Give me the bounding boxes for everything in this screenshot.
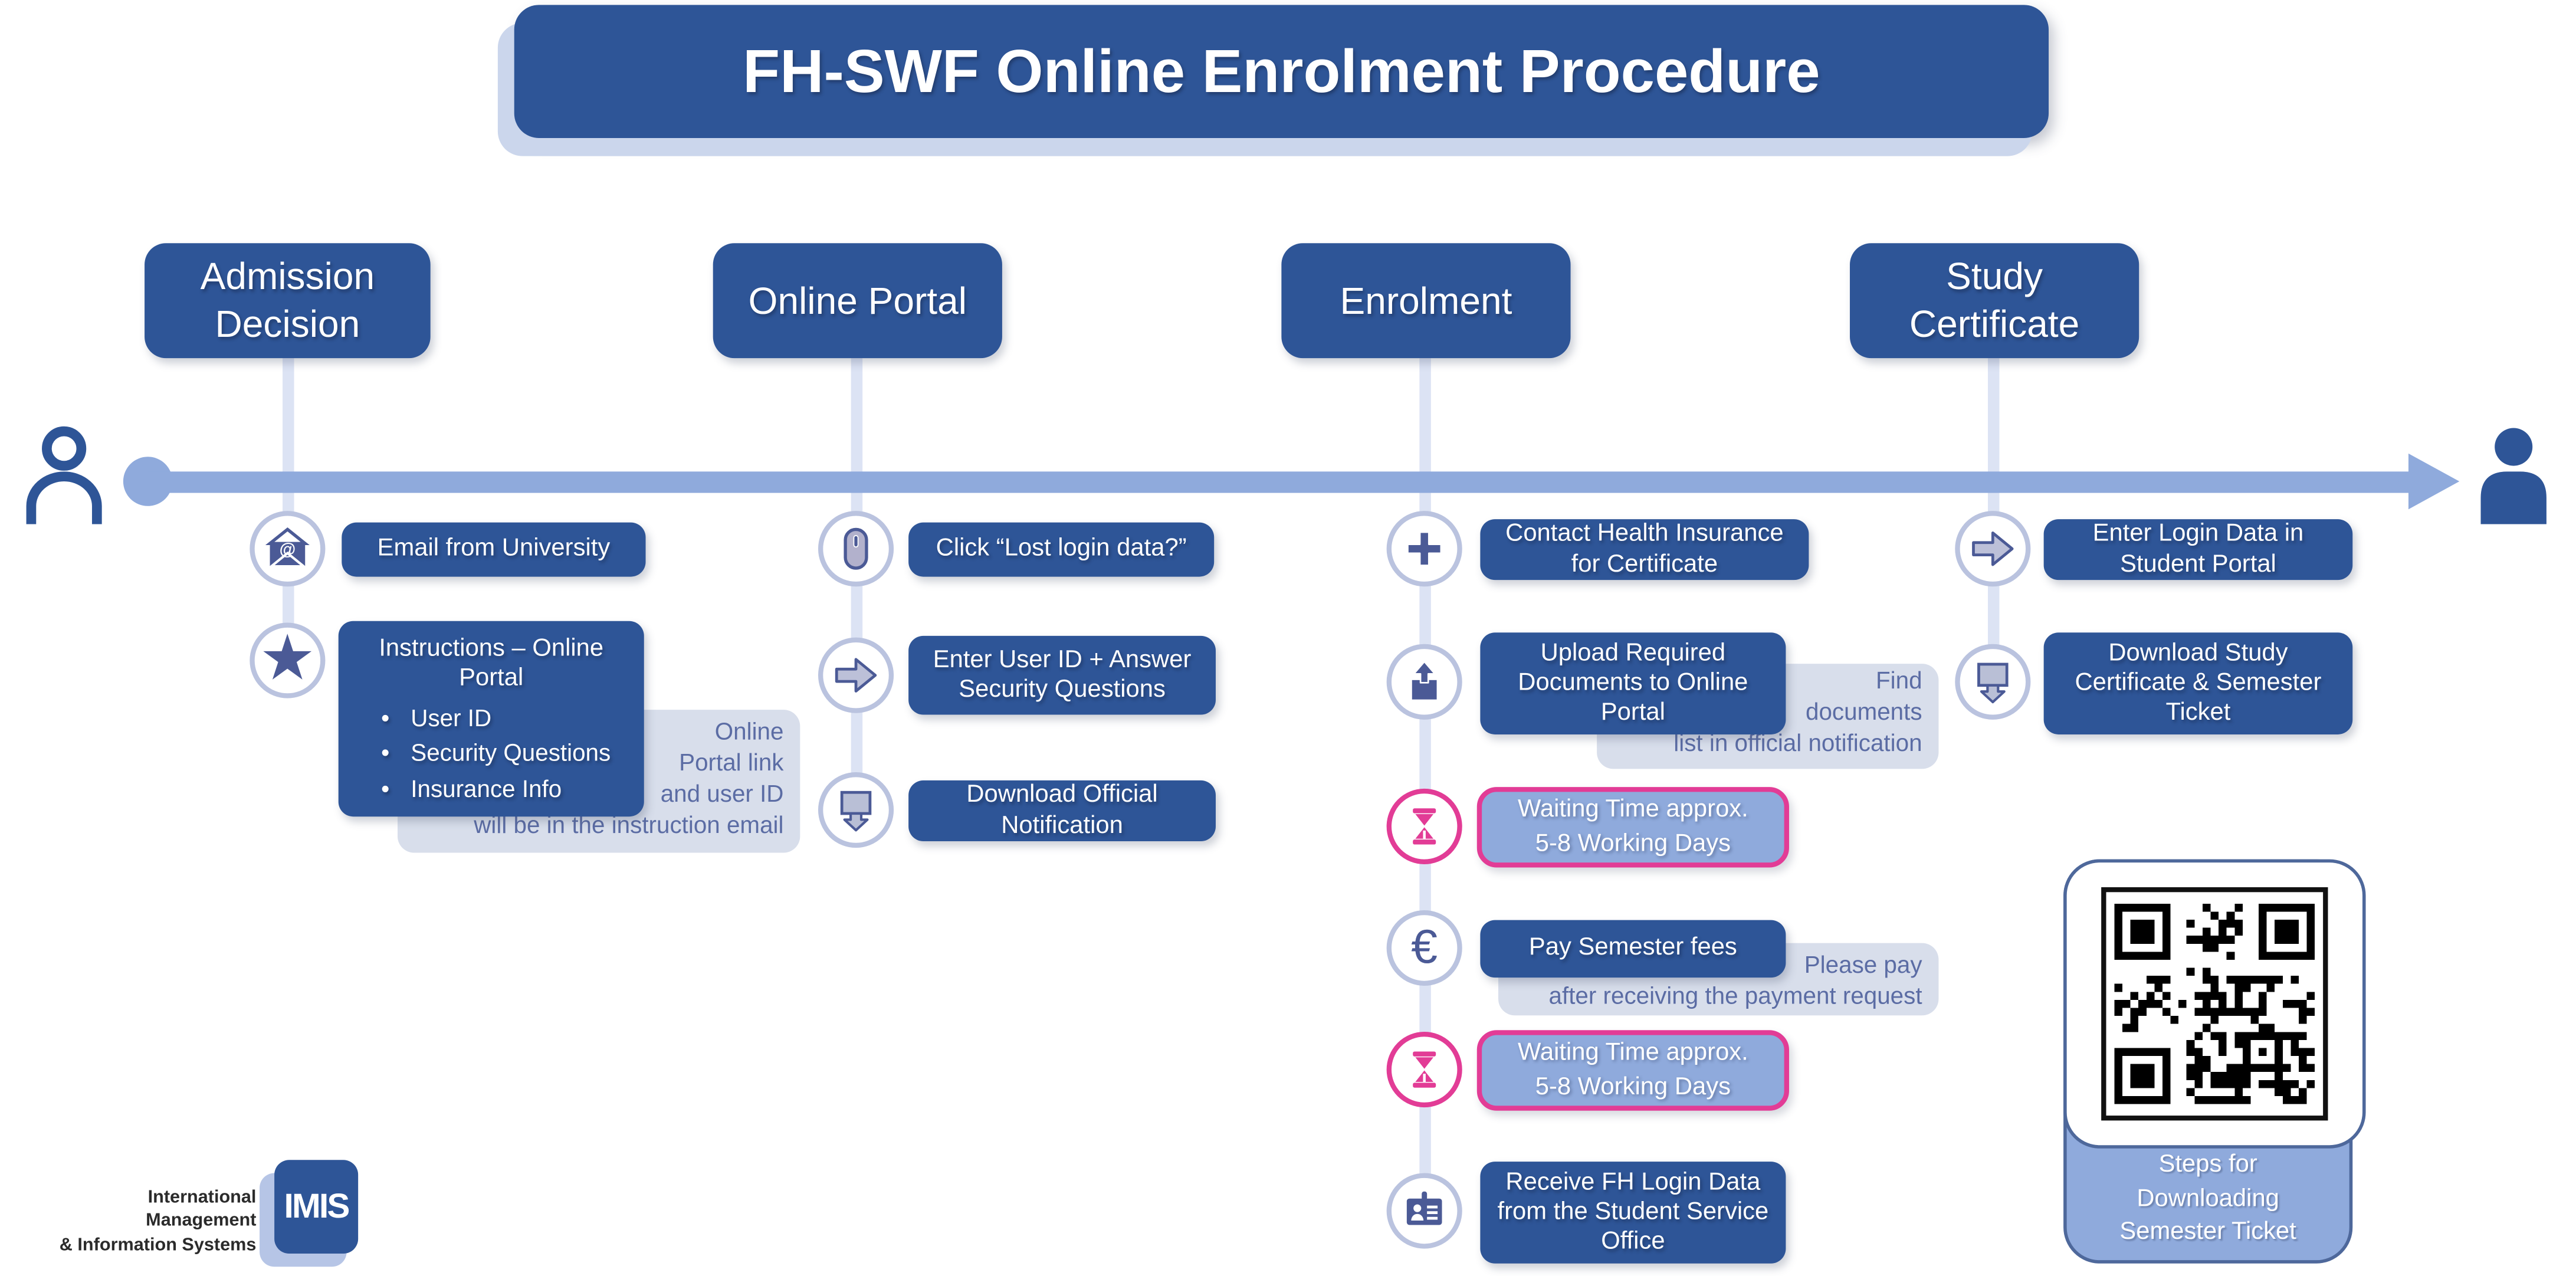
semester-ticket-qr-card: Steps for Downloading Semester Ticket — [2063, 859, 2366, 1264]
step-receive-fh-login-data: Receive FH Login Data from the Student S… — [1480, 1162, 1786, 1264]
step-click-lost-login-data: Click “Lost login data?” — [908, 522, 1215, 577]
qr-caption: Steps for Downloading Semester Ticket — [2119, 1150, 2296, 1245]
hourglass-icon — [1386, 1032, 1462, 1108]
svg-text:@: @ — [280, 540, 296, 559]
page-title: FH-SWF Online Enrolment Procedure — [514, 5, 2049, 138]
bullet-insurance-info: Insurance Info — [348, 777, 634, 806]
euro-icon: € — [1386, 910, 1462, 986]
email-icon: @ — [250, 511, 326, 587]
download-icon — [1955, 644, 2031, 720]
step-upload-documents: Upload Required Documents to Online Port… — [1480, 632, 1786, 734]
org-name: International Management & Information S… — [59, 1188, 257, 1255]
download-icon — [818, 772, 894, 848]
applicant-person-outline-icon — [23, 424, 105, 526]
qr-panel — [2063, 859, 2366, 1149]
bullet-user-id: User ID — [348, 706, 634, 734]
online-portal-column-line — [850, 358, 862, 818]
instructions-title: Instructions – Online Portal — [379, 634, 604, 693]
step-download-official-notification: Download Official Notification — [908, 780, 1216, 841]
qr-code — [2101, 887, 2328, 1121]
step-download-study-certificate: Download Study Certificate & Semester Ti… — [2043, 632, 2353, 734]
star-icon: ★ — [250, 622, 326, 698]
step-contact-health-insurance: Contact Health Insurance for Certificate — [1480, 519, 1809, 580]
bullet-security-questions: Security Questions — [348, 742, 634, 770]
student-person-filled-icon — [2474, 424, 2553, 526]
header-admission-decision: Admission Decision — [145, 243, 431, 359]
mouse-icon — [818, 511, 894, 587]
arrow-right-icon — [818, 637, 894, 713]
hourglass-icon — [1386, 788, 1462, 864]
id-card-icon — [1386, 1173, 1462, 1249]
arrow-right-icon — [1955, 511, 2031, 587]
header-study-certificate: Study Certificate — [1850, 243, 2139, 359]
header-enrolment: Enrolment — [1281, 243, 1571, 359]
step-enter-userid-security: Enter User ID + Answer Security Question… — [908, 635, 1216, 715]
step-instructions-online-portal: Instructions – Online Portal User ID Sec… — [338, 621, 644, 817]
upload-icon — [1386, 644, 1462, 720]
waiting-time-box-2: Waiting Time approx. 5-8 Working Days — [1476, 1030, 1789, 1111]
instructions-bullet-list: User ID Security Questions Insurance Inf… — [348, 706, 634, 806]
timeline-arrowhead-icon — [2408, 453, 2460, 510]
waiting-time-box-1: Waiting Time approx. 5-8 Working Days — [1476, 787, 1789, 868]
header-online-portal: Online Portal — [713, 243, 1002, 359]
step-pay-semester-fees: Pay Semester fees — [1480, 920, 1786, 978]
health-plus-icon — [1386, 511, 1462, 587]
imis-logo: IMIS — [274, 1160, 359, 1254]
timeline-bar — [147, 471, 2412, 493]
step-enter-login-student-portal: Enter Login Data in Student Portal — [2043, 519, 2353, 580]
step-email-from-university: Email from University — [342, 522, 646, 577]
